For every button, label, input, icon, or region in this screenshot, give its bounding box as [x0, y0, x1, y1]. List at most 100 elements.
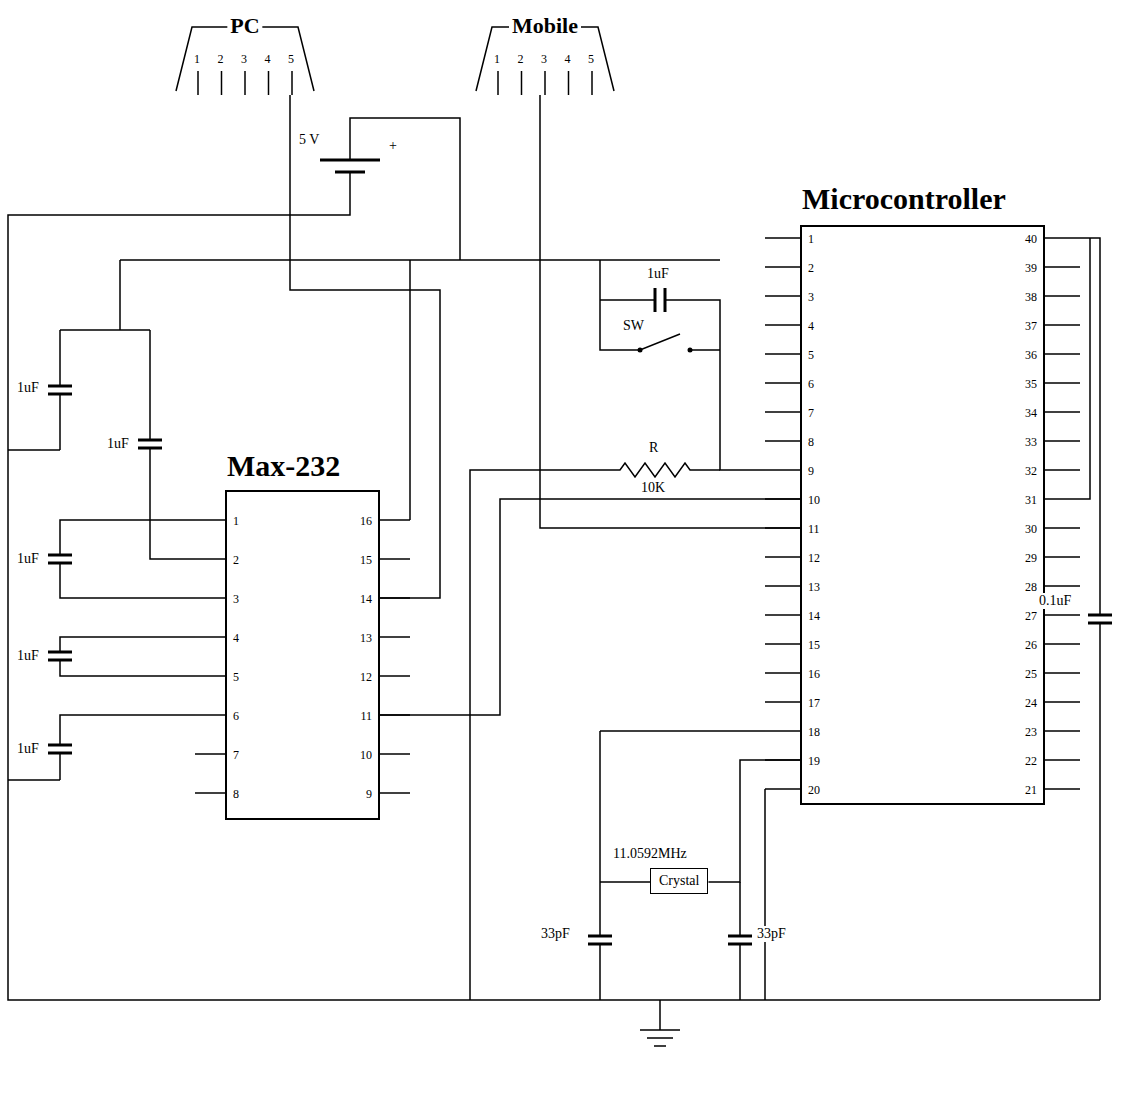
pin-stub: [765, 382, 800, 384]
pin-stub: [1045, 556, 1080, 558]
pin-number: 14: [808, 608, 820, 624]
pin-number: 11: [808, 521, 820, 537]
pin-stub: [380, 636, 410, 638]
pin-number: 10: [360, 747, 372, 763]
ic-chip: Microcontroller1234567891011121314151617…: [800, 225, 1045, 805]
pin-number: 1: [494, 51, 500, 67]
reset-wires: [600, 260, 765, 470]
pin-number: 8: [808, 434, 814, 450]
pin-stub: [1045, 295, 1080, 297]
pin-stub: [1045, 614, 1080, 616]
pin-stub: [765, 730, 800, 732]
pin-stub: [765, 411, 800, 413]
connector-pin: [591, 71, 593, 95]
crystal-box: Crystal: [650, 868, 708, 894]
connector-pin: [521, 71, 523, 95]
pin-stub: [1045, 527, 1080, 529]
ground-symbol: [640, 1000, 680, 1046]
pin-number: 16: [360, 513, 372, 529]
pin-number: 3: [241, 51, 247, 67]
pin-number: 22: [1025, 753, 1037, 769]
pin-number: 5: [588, 51, 594, 67]
pin-stub: [195, 792, 225, 794]
pin-stub: [1045, 759, 1080, 761]
signal-wire: [540, 95, 800, 528]
pin-number: 12: [360, 669, 372, 685]
pin-number: 17: [808, 695, 820, 711]
pin-number: 4: [565, 51, 571, 67]
capacitor-wires: [60, 330, 195, 780]
pin-number: 15: [808, 637, 820, 653]
pin-stub: [765, 440, 800, 442]
pin-number: 20: [808, 782, 820, 798]
component-label: 10K: [640, 480, 666, 496]
pin-number: 1: [233, 513, 239, 529]
pin-number: 35: [1025, 376, 1037, 392]
pin-number: 9: [808, 463, 814, 479]
pin-number: 34: [1025, 405, 1037, 421]
pin-stub: [765, 469, 800, 471]
pin-number: 24: [1025, 695, 1037, 711]
connector-pin: [544, 71, 546, 95]
switch-contacts: [638, 348, 693, 353]
component-label: 5 V: [298, 132, 320, 148]
pin-number: 9: [366, 786, 372, 802]
pin-stub: [195, 636, 225, 638]
pin-number: 16: [808, 666, 820, 682]
signal-wire: [708, 760, 800, 882]
pin-stub: [1045, 701, 1080, 703]
pin-number: 10: [808, 492, 820, 508]
pin-stub: [1045, 672, 1080, 674]
pin-number: 3: [233, 591, 239, 607]
pin-stub: [1045, 469, 1080, 471]
pin-stub: [195, 675, 225, 677]
component-label: 1uF: [16, 741, 40, 757]
pin-number: 31: [1025, 492, 1037, 508]
ic-chip: Max-23212345678910111213141516: [225, 490, 380, 820]
pin-number: 36: [1025, 347, 1037, 363]
pin-stub: [195, 597, 225, 599]
pin-stub: [1045, 440, 1080, 442]
ground-wire: [8, 172, 1100, 1000]
pin-number: 7: [233, 747, 239, 763]
pin-number: 18: [808, 724, 820, 740]
component-label: SW: [622, 318, 645, 334]
pin-number: 5: [233, 669, 239, 685]
pin-number: 2: [233, 552, 239, 568]
pin-stub: [1045, 411, 1080, 413]
pin-number: 39: [1025, 260, 1037, 276]
pin-number: 26: [1025, 637, 1037, 653]
component-label: 1uF: [16, 380, 40, 396]
pin-number: 4: [808, 318, 814, 334]
pin-number: 6: [233, 708, 239, 724]
pin-number: 19: [808, 753, 820, 769]
pin-number: 21: [1025, 782, 1037, 798]
pin-number: 8: [233, 786, 239, 802]
pin-stub: [765, 672, 800, 674]
pin-number: 33: [1025, 434, 1037, 450]
connector-title: PC: [227, 13, 262, 39]
signal-wire: [380, 499, 800, 715]
pin-stub: [195, 558, 225, 560]
pin-stub: [1045, 382, 1080, 384]
pin-stub: [765, 556, 800, 558]
pin-stub: [1045, 730, 1080, 732]
pin-number: 6: [808, 376, 814, 392]
connector-pin: [268, 71, 270, 95]
component-label: 11.0592MHz: [612, 846, 688, 862]
pin-stub: [765, 788, 800, 790]
pin-stub: [1045, 266, 1080, 268]
pin-number: 12: [808, 550, 820, 566]
pin-number: 28: [1025, 579, 1037, 595]
pin-stub: [765, 324, 800, 326]
serial-connector: PC12345: [170, 15, 320, 95]
switch-contact: [688, 348, 693, 353]
pin-stub: [380, 675, 410, 677]
capacitor-plates: [48, 160, 1112, 944]
battery-wire: [350, 118, 460, 260]
pin-stub: [1045, 237, 1080, 239]
connector-pin: [568, 71, 570, 95]
pin-number: 3: [541, 51, 547, 67]
pin-number: 4: [233, 630, 239, 646]
